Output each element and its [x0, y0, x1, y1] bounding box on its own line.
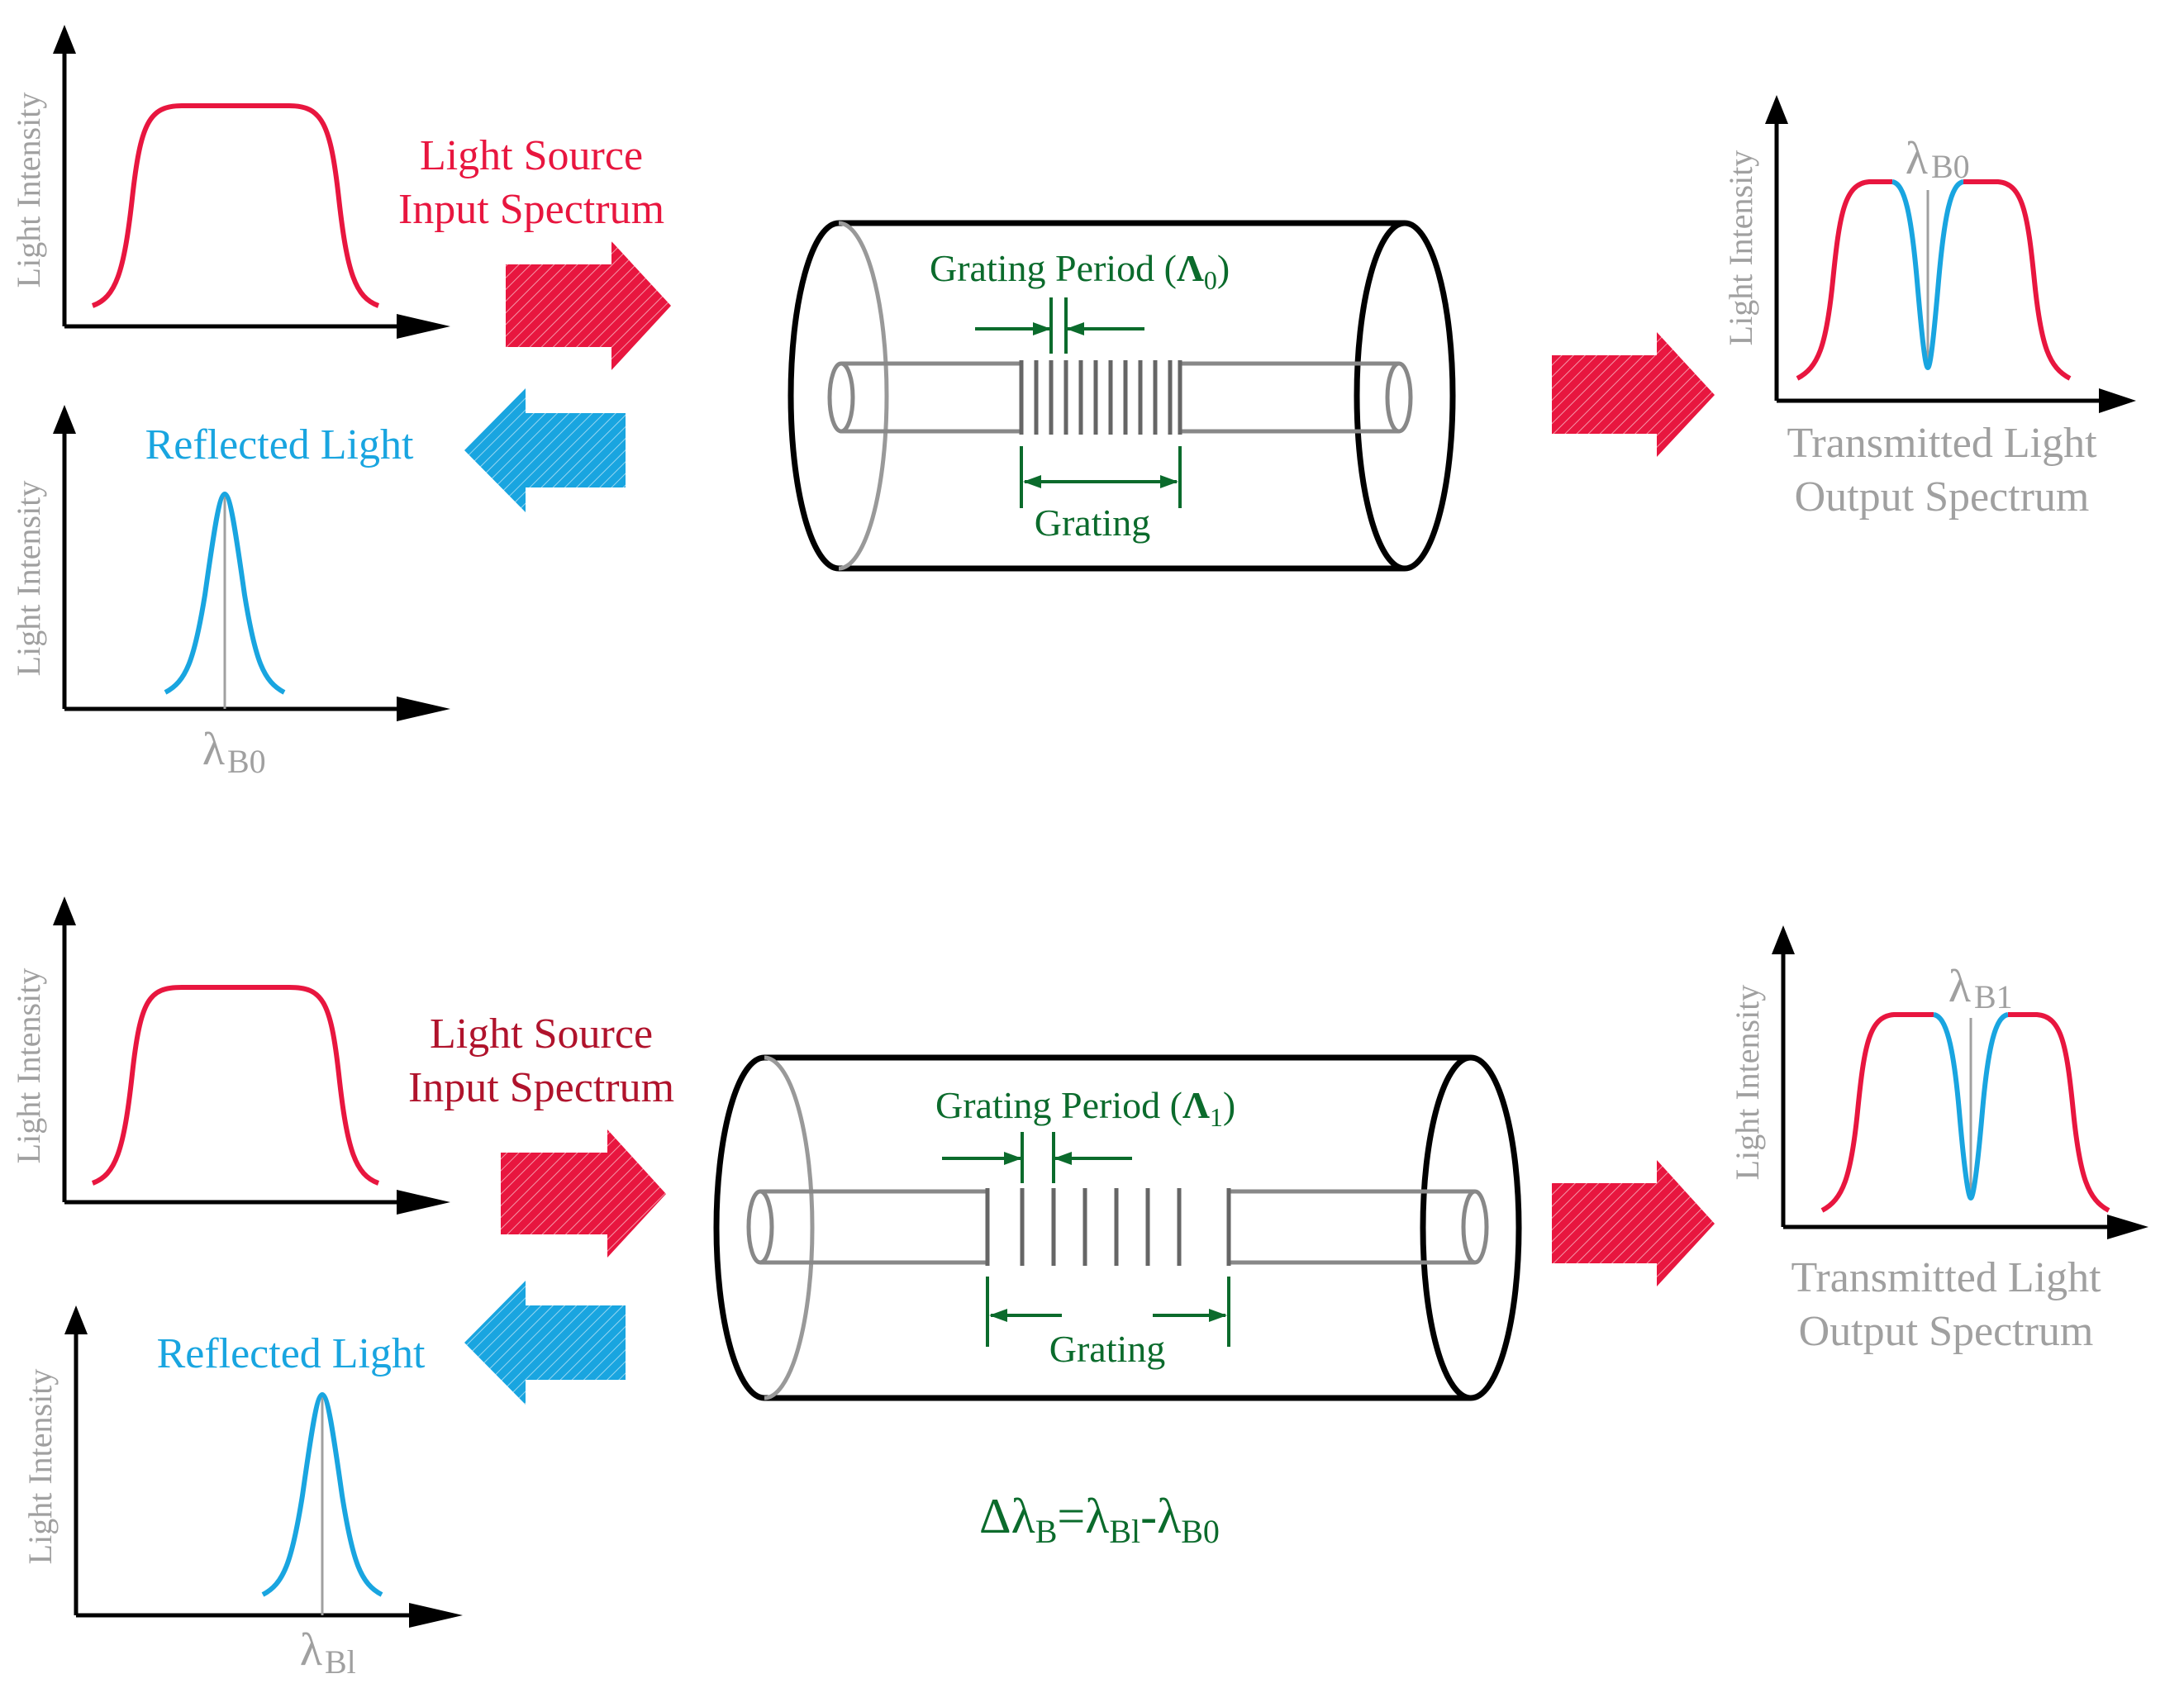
transmitted-curve-right	[2008, 1012, 2110, 1213]
reflected-arrow-icon	[464, 388, 626, 512]
transmitted-curve-left	[1796, 179, 1892, 381]
lambda-subscript: B0	[1931, 148, 1970, 185]
light-source-label-line1: Light Source	[420, 132, 643, 179]
y-axis-arrow-icon	[53, 25, 76, 54]
y-axis-label: Light Intensity	[1722, 150, 1759, 346]
y-axis-arrow-icon	[53, 405, 76, 434]
y-axis-arrow-icon	[1765, 95, 1788, 124]
x-axis-arrow-icon	[409, 1603, 463, 1628]
input-spectrum-plot-top: Light Intensity	[10, 25, 450, 339]
fiber-core-left-end	[746, 1189, 774, 1265]
reflected-spectrum-plot-top: Light Intensity λ B0	[10, 405, 450, 780]
grating-label: Grating	[1049, 1328, 1166, 1370]
grating-lines	[985, 1188, 1231, 1266]
lambda-symbol: λ	[1948, 961, 1971, 1012]
reflected-spectrum-plot-bottom: Light Intensity λ Bl	[21, 1305, 463, 1681]
transmitted-label-line2: Output Spectrum	[1799, 1308, 2094, 1355]
lambda-subscript: B1	[1974, 978, 2013, 1015]
y-axis-label: Light Intensity	[1729, 985, 1766, 1181]
input-spectrum-curve	[91, 985, 380, 1186]
transmitted-curve-notch	[1891, 179, 1964, 371]
transmitted-spectrum-plot-top: Light Intensity λ B0	[1722, 95, 2136, 413]
grating-period-label: Grating Period (Λ0)	[930, 247, 1230, 295]
light-source-label-line2: Input Spectrum	[408, 1064, 674, 1111]
lambda-symbol: λ	[202, 724, 225, 775]
forward-arrow-icon	[501, 1129, 666, 1258]
x-axis-arrow-icon	[2107, 1215, 2148, 1239]
y-axis-label: Light Intensity	[21, 1369, 59, 1565]
lambda-subscript: B0	[227, 743, 266, 780]
transmitted-spectrum-plot-bottom: Light Intensity λ B1	[1729, 925, 2148, 1239]
cylinder-right-face	[1354, 220, 1456, 572]
panel-shifted: Light Intensity Light Source Input Spect…	[10, 896, 2148, 1681]
fiber-cylinder-top: Grating Period (Λ0) Grating	[787, 220, 1456, 572]
y-axis-label: Light Intensity	[10, 968, 47, 1164]
lambda-subscript: Bl	[325, 1643, 356, 1681]
transmit-arrow-icon	[1552, 332, 1715, 457]
cylinder-left-outline	[713, 1054, 765, 1401]
panel-initial: Light Intensity Light Source Input Spect…	[10, 25, 2136, 780]
x-axis-arrow-icon	[397, 1190, 450, 1215]
y-axis-arrow-icon	[1772, 925, 1795, 954]
input-spectrum-plot-bottom: Light Intensity	[10, 896, 450, 1215]
transmitted-curve-left	[1820, 1012, 1934, 1213]
transmitted-curve-right	[1963, 179, 2072, 381]
transmitted-label-line1: Transmitted Light	[1791, 1254, 2101, 1301]
x-axis-arrow-icon	[2099, 388, 2136, 413]
transmit-arrow-icon	[1552, 1160, 1715, 1286]
fiber-core-right-end	[1385, 361, 1413, 434]
y-axis-label: Light Intensity	[10, 93, 47, 288]
forward-arrow-icon	[506, 241, 671, 370]
lambda-symbol: λ	[1906, 133, 1928, 184]
transmitted-curve-notch	[1933, 1012, 2009, 1201]
lambda-symbol: λ	[300, 1624, 322, 1676]
cylinder-right-face	[1420, 1054, 1522, 1401]
x-axis-arrow-icon	[397, 314, 450, 339]
wavelength-shift-equation: ΔλB=λBl-λB0	[979, 1489, 1220, 1550]
y-axis-arrow-icon	[53, 896, 76, 925]
fiber-core-left-end	[827, 361, 855, 434]
reflected-spectrum-curve	[261, 1391, 383, 1597]
grating-lines	[1019, 360, 1182, 435]
reflected-spectrum-curve	[164, 491, 286, 695]
reflected-light-label: Reflected Light	[145, 421, 414, 468]
x-axis-arrow-icon	[397, 697, 450, 721]
y-axis-label: Light Intensity	[10, 481, 47, 677]
light-source-label-line1: Light Source	[430, 1010, 653, 1058]
cylinder-left-outline	[787, 220, 840, 572]
reflected-arrow-icon	[464, 1281, 626, 1405]
grating-period-label: Grating Period (Λ1)	[935, 1084, 1235, 1132]
transmitted-label-line1: Transmitted Light	[1787, 420, 2097, 467]
transmitted-label-line2: Output Spectrum	[1795, 473, 2090, 521]
light-source-label-line2: Input Spectrum	[398, 186, 664, 233]
reflected-light-label: Reflected Light	[157, 1330, 426, 1377]
input-spectrum-curve	[91, 103, 380, 308]
y-axis-arrow-icon	[64, 1305, 88, 1334]
fiber-core-right-end	[1461, 1189, 1489, 1265]
fiber-cylinder-bottom: Grating Period (Λ1) Grating	[713, 1054, 1522, 1401]
grating-label: Grating	[1035, 502, 1151, 544]
